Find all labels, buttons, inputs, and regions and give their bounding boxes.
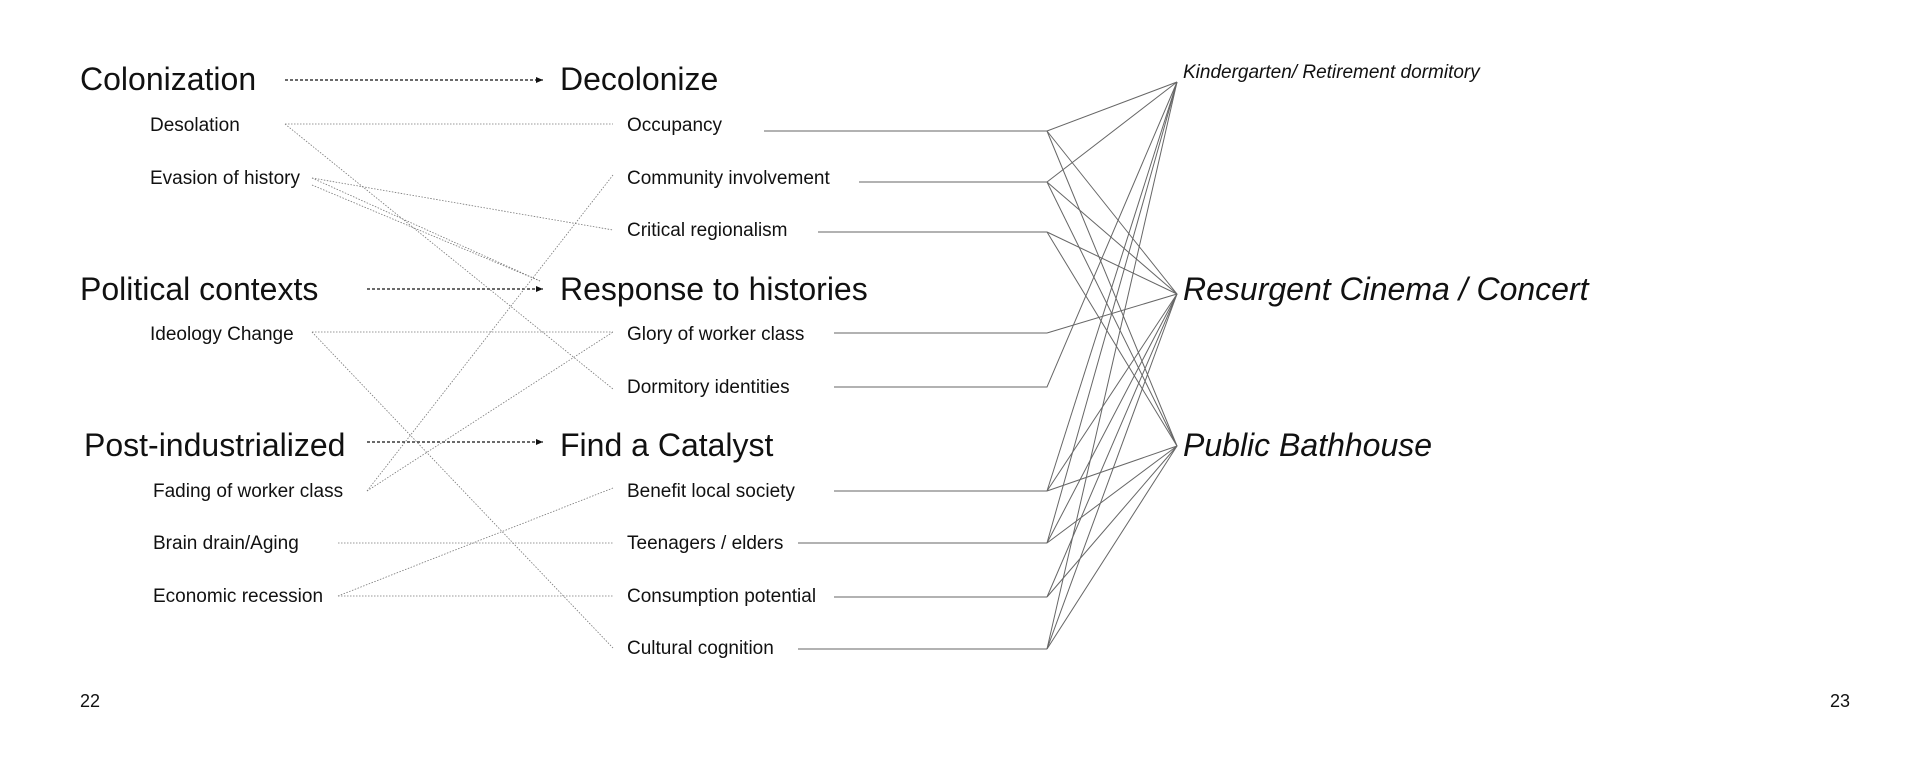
problem-strategy-links xyxy=(284,123,614,649)
problem-item-fading-worker-class: Fading of worker class xyxy=(153,481,344,502)
link-fading-glory xyxy=(366,331,614,492)
fan-benefit-cinema xyxy=(1046,293,1178,492)
problem-item-ideology-change: Ideology Change xyxy=(150,324,294,345)
link-recession-benefit xyxy=(337,487,614,597)
strategy-item-critical-regionalism: Critical regionalism xyxy=(627,220,788,241)
link-evasion-response xyxy=(311,177,541,282)
fan-consumption-cinema xyxy=(1046,293,1178,598)
strategy-item-occupancy: Occupancy xyxy=(627,115,723,136)
link-evasion-response-2 xyxy=(311,184,541,282)
problem-item-desolation: Desolation xyxy=(150,115,240,136)
strategy-item-benefit-local-society: Benefit local society xyxy=(627,481,795,502)
problem-item-brain-drain: Brain drain/Aging xyxy=(153,533,299,554)
strategy-item-glory-worker-class: Glory of worker class xyxy=(627,324,805,345)
fan-cultural-kindergarten xyxy=(1046,81,1178,650)
fan-benefit-bathhouse xyxy=(1046,445,1178,492)
fan-community-kindergarten xyxy=(1046,81,1178,183)
fan-critical-bathhouse xyxy=(1046,231,1178,447)
fan-benefit-kindergarten xyxy=(1046,81,1178,492)
program-resurgent-cinema: Resurgent Cinema / Concert xyxy=(1183,271,1589,307)
heading-colonization: Colonization xyxy=(80,61,257,97)
heading-decolonize: Decolonize xyxy=(560,61,719,97)
fan-community-cinema xyxy=(1046,181,1178,295)
heading-find-a-catalyst: Find a Catalyst xyxy=(560,427,774,463)
fan-cultural-bathhouse xyxy=(1046,445,1178,650)
heading-arrows xyxy=(285,77,543,445)
heading-post-industrialized: Post-industrialized xyxy=(84,427,346,463)
fan-critical-cinema xyxy=(1046,231,1178,295)
program-kindergarten-retirement: Kindergarten/ Retirement dormitory xyxy=(1183,62,1480,83)
page-number-left: 22 xyxy=(80,691,101,711)
heading-political-contexts: Political contexts xyxy=(80,271,319,307)
link-desolation-dormitory xyxy=(284,123,614,390)
page-number-right: 23 xyxy=(1830,691,1851,711)
leader-dormitory xyxy=(834,81,1178,388)
strategy-item-teenagers-elders: Teenagers / elders xyxy=(627,533,784,554)
strategy-item-dormitory-identities: Dormitory identities xyxy=(627,377,790,398)
link-ideology-cultural xyxy=(311,331,614,649)
fan-consumption-bathhouse xyxy=(1046,445,1178,598)
fan-occupancy-bathhouse xyxy=(1046,130,1178,447)
fan-teenagers-kindergarten xyxy=(1046,81,1178,544)
heading-response-to-histories: Response to histories xyxy=(560,271,868,307)
strategy-item-community-involvement: Community involvement xyxy=(627,168,830,189)
fan-cultural-cinema xyxy=(1046,293,1178,650)
fan-occupancy-kindergarten xyxy=(1046,81,1178,132)
link-fading-community xyxy=(366,174,614,492)
strategy-program-links xyxy=(764,81,1178,650)
strategy-item-consumption-potential: Consumption potential xyxy=(627,586,817,607)
program-public-bathhouse: Public Bathhouse xyxy=(1183,427,1433,463)
strategy-item-cultural-cognition: Cultural cognition xyxy=(627,638,774,659)
fan-occupancy-cinema xyxy=(1046,130,1178,295)
problem-item-evasion-of-history: Evasion of history xyxy=(150,168,300,189)
problem-item-economic-recession: Economic recession xyxy=(153,586,324,607)
fan-teenagers-cinema xyxy=(1046,293,1178,544)
fan-teenagers-bathhouse xyxy=(1046,445,1178,544)
